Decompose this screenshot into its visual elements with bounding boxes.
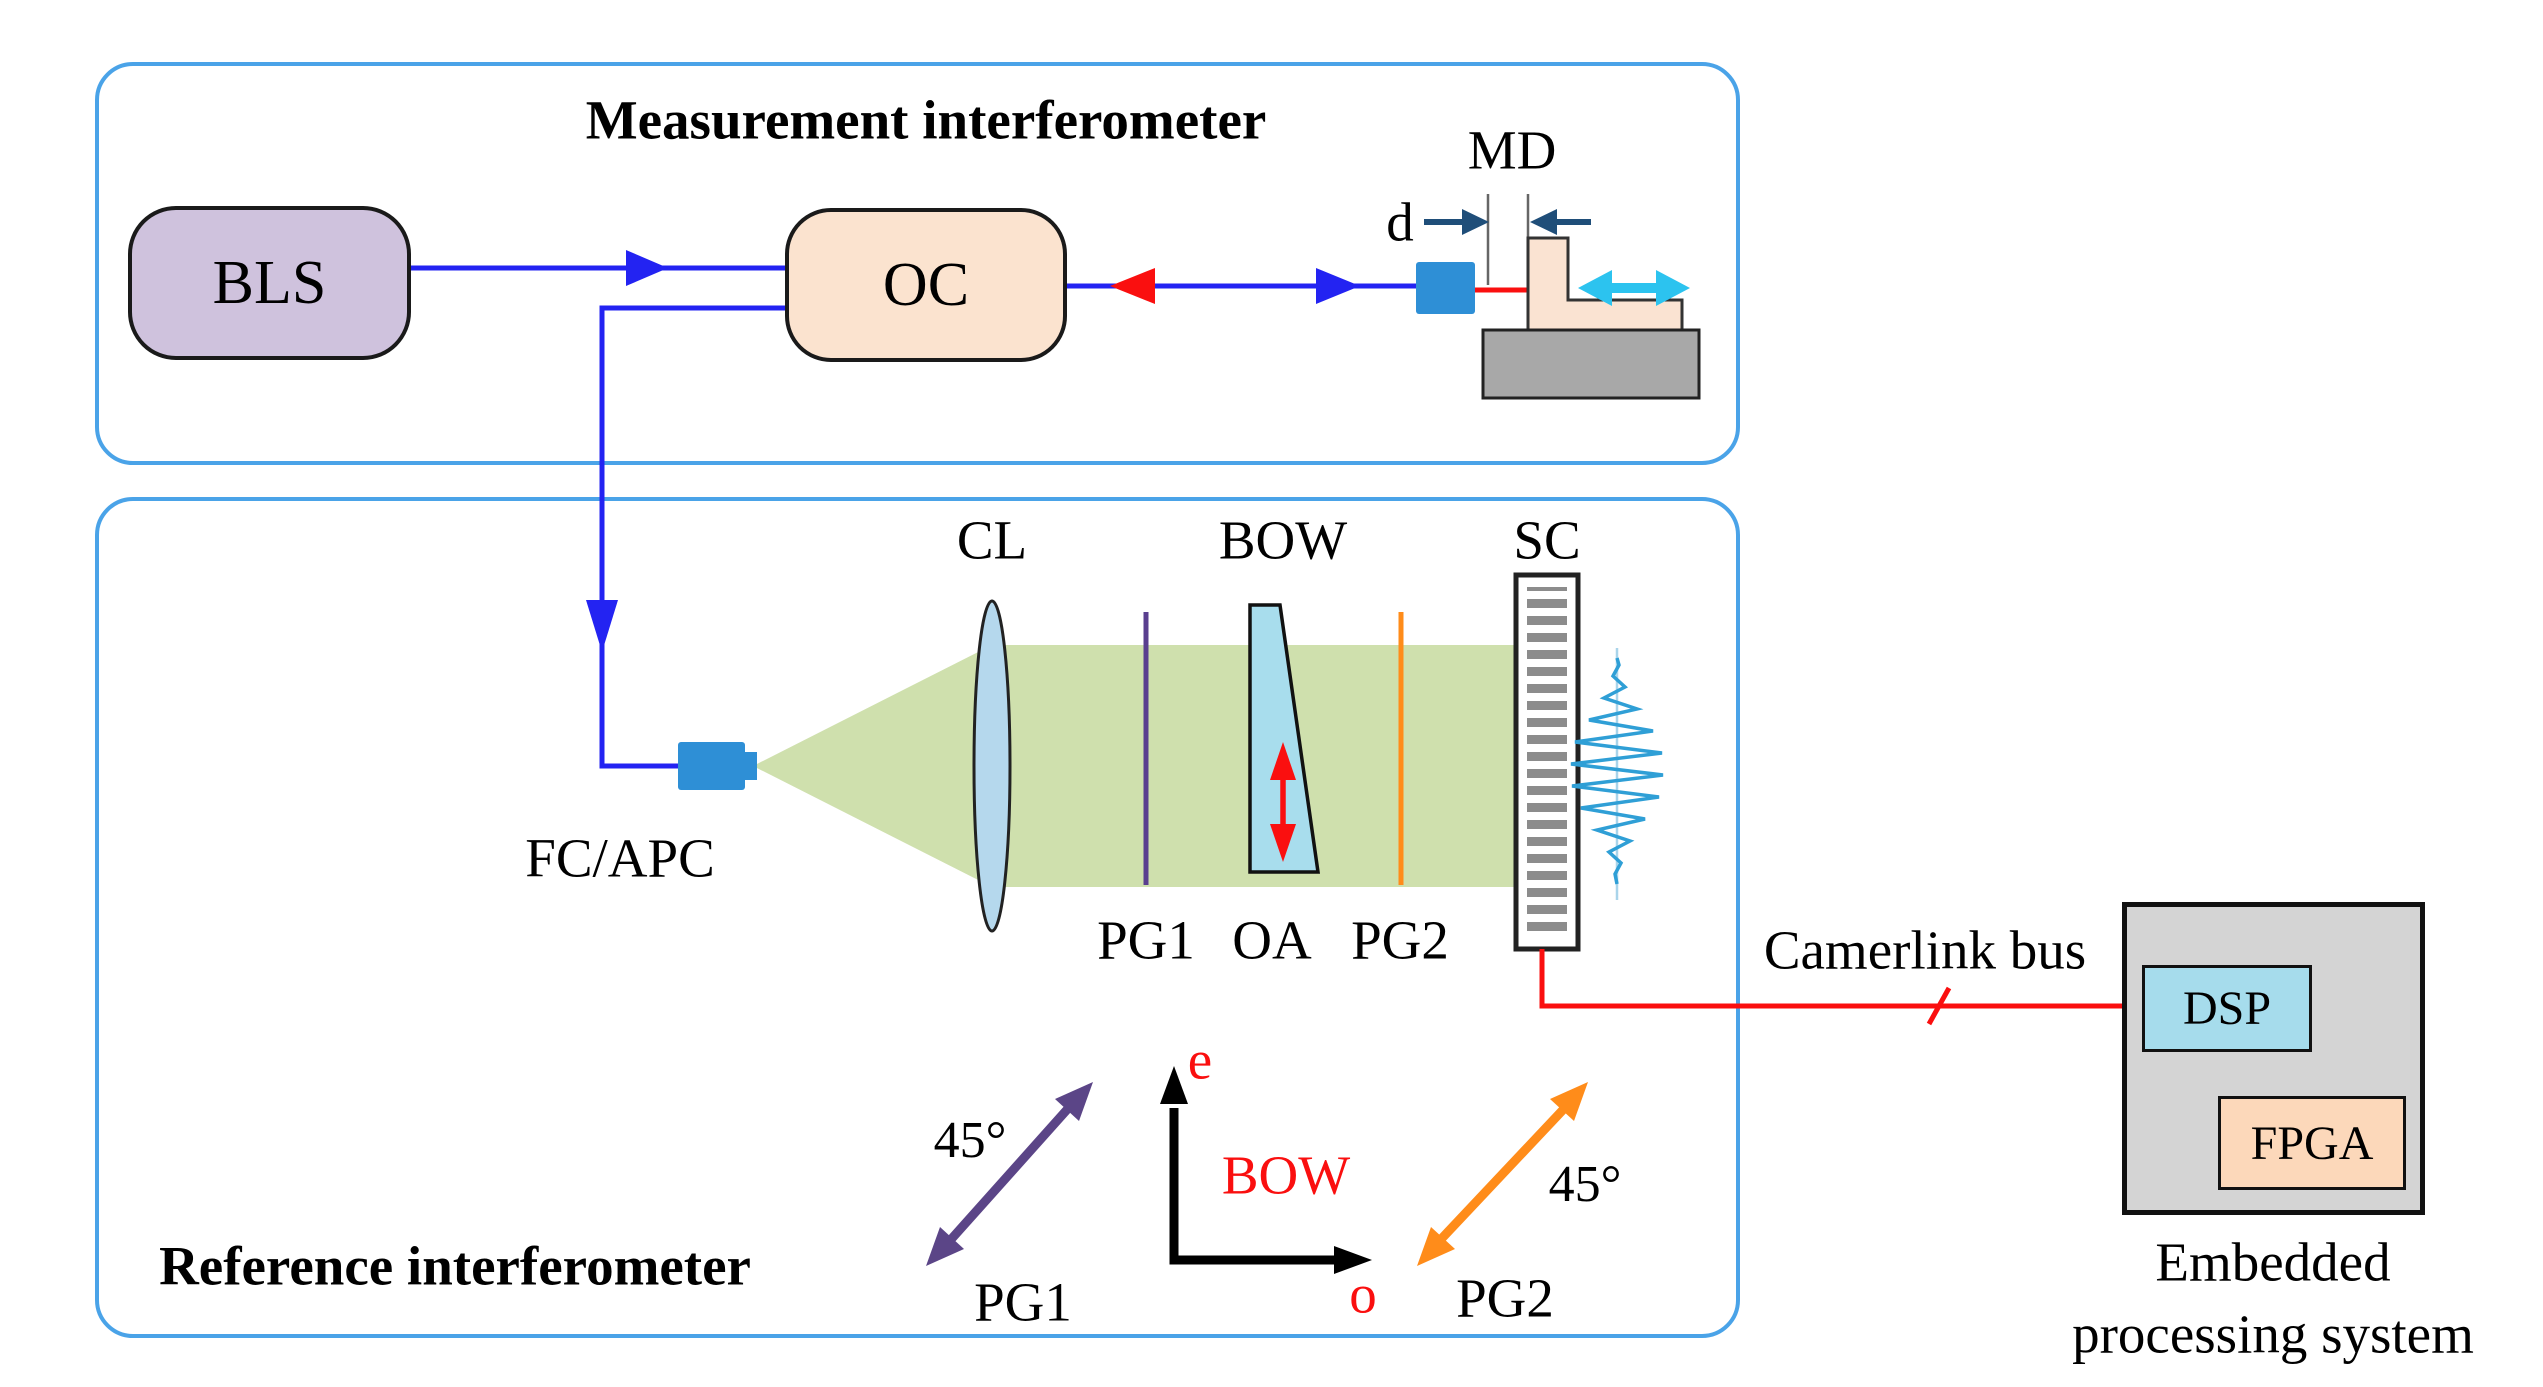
gap-d-label: d [1386, 191, 1414, 253]
bow-axes [1160, 1066, 1372, 1274]
fcapc-connector [678, 742, 757, 790]
cl-label: CL [956, 509, 1028, 571]
gap-distance-arrows [1424, 209, 1591, 235]
fcapc-label: FC/APC [525, 827, 715, 889]
reference-interferometer-box [95, 497, 1740, 1338]
cylindrical-lens [972, 599, 1012, 933]
interferogram-wave [1570, 648, 1664, 900]
bls-source-box: BLS [128, 206, 411, 360]
o-axis-label: o [1349, 1263, 1377, 1325]
sc-label: SC [1513, 509, 1581, 571]
motion-double-arrow-icon [1578, 270, 1690, 306]
return-arrow-left-icon [1110, 268, 1155, 304]
flow-arrow-right-icon [1316, 268, 1360, 304]
pg1-label: PG1 [1097, 909, 1195, 971]
oc-label: OC [882, 250, 970, 319]
fiber-oc-to-collimator [1067, 268, 1416, 304]
md-label: MD [1467, 119, 1557, 181]
fpga-chip-box: FPGA [2218, 1096, 2406, 1190]
spectral-camera [1513, 572, 1581, 952]
fiber-oc-to-fcapc [586, 305, 785, 769]
dsp-chip-box: DSP [2142, 965, 2312, 1052]
pg1-angle-label: 45° [933, 1112, 1007, 1169]
e-axis-label: e [1187, 1029, 1213, 1091]
green-beam-path [753, 645, 1516, 887]
pg2-angle-label: 45° [1548, 1156, 1622, 1213]
measurement-interferometer-box [95, 62, 1740, 465]
measurement-box-title: Measurement interferometer [585, 89, 1267, 151]
bow-label: BOW [1218, 509, 1348, 571]
pg2-label: PG2 [1351, 909, 1449, 971]
pg2-polarization-arrow [1417, 1082, 1588, 1266]
reference-box-title: Reference interferometer [159, 1235, 751, 1297]
bow-axes-label: BOW [1221, 1144, 1351, 1206]
translation-stage-base [1481, 328, 1701, 400]
bus-slash-icon [1926, 986, 1952, 1026]
oa-label: OA [1232, 909, 1312, 971]
optical-axis-arrow [1270, 742, 1296, 862]
embedded-caption-line2: processing system [2072, 1303, 2474, 1365]
bls-label: BLS [212, 248, 327, 317]
flow-arrow-right-icon [626, 250, 668, 286]
gap-reference-lines [1486, 194, 1530, 285]
flow-arrow-down-icon [586, 600, 618, 652]
pg1-axis-label: PG1 [974, 1271, 1072, 1333]
pg2-axis-label: PG2 [1456, 1267, 1554, 1329]
pg1-polarization-arrow [926, 1082, 1093, 1266]
fiber-bls-to-oc [411, 250, 785, 286]
fpga-label: FPGA [2250, 1116, 2374, 1170]
optical-coupler-box: OC [785, 208, 1067, 362]
dsp-label: DSP [2182, 982, 2272, 1035]
embedded-caption-line1: Embedded [2155, 1231, 2391, 1293]
measurement-collimator [1416, 262, 1475, 314]
camerlink-line [1539, 949, 2122, 1026]
camerlink-bus-label: Camerlink bus [1763, 919, 2087, 981]
bow-wedge [1248, 603, 1321, 874]
